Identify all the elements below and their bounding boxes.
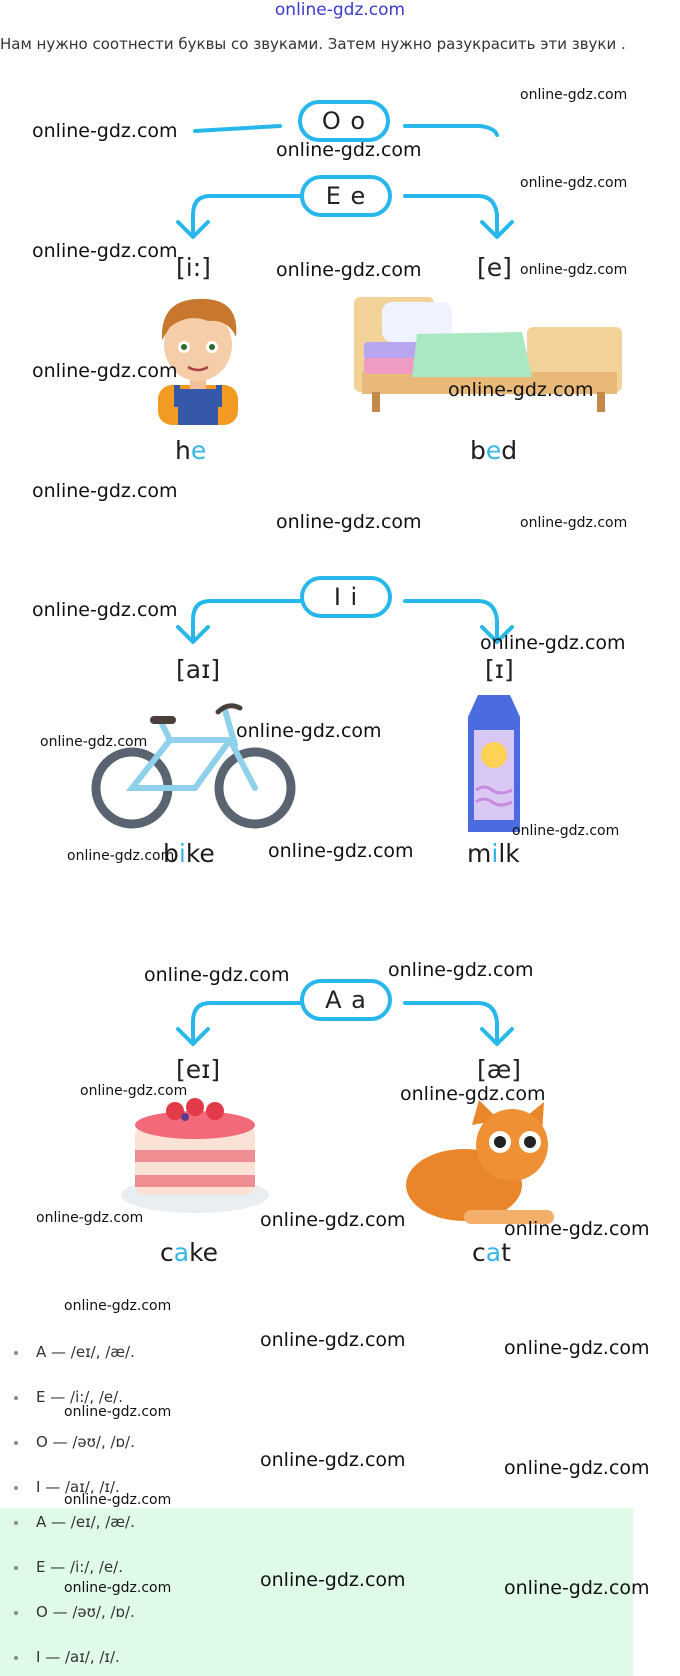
letter-i-pill: I i [300, 576, 392, 618]
watermark: online-gdz.com [276, 139, 422, 161]
watermark: online-gdz.com [260, 1449, 406, 1471]
phoneme-e-long: [i:] [176, 253, 211, 282]
site-title[interactable]: online-gdz.com [274, 0, 406, 20]
watermark: online-gdz.com [480, 632, 626, 654]
watermark: online-gdz.com [448, 379, 594, 401]
answer-item-i-highlighted: I — /aɪ/, /ɪ/. [14, 1648, 120, 1666]
watermark: online-gdz.com [40, 734, 148, 750]
watermark: online-gdz.com [504, 1457, 650, 1479]
word-bike: bike [163, 839, 215, 868]
word-he: he [175, 436, 207, 465]
answer-item-o: O — /əʊ/, /ɒ/. [14, 1433, 135, 1451]
watermark: online-gdz.com [32, 480, 178, 502]
watermark: online-gdz.com [260, 1209, 406, 1231]
letter-o-pill: O o [298, 100, 390, 142]
phoneme-i-long: [aɪ] [176, 655, 221, 684]
watermark: online-gdz.com [32, 360, 178, 382]
watermark: online-gdz.com [80, 1083, 188, 1099]
watermark: online-gdz.com [64, 1404, 172, 1420]
word-cat: cat [472, 1238, 511, 1267]
watermark: online-gdz.com [504, 1577, 650, 1599]
answer-item-i: I — /aɪ/, /ɪ/. [14, 1478, 120, 1496]
watermark: online-gdz.com [520, 515, 628, 531]
word-milk: milk [467, 839, 520, 868]
watermark: online-gdz.com [400, 1083, 546, 1105]
watermark: online-gdz.com [32, 240, 178, 262]
watermark: online-gdz.com [520, 87, 628, 103]
watermark: online-gdz.com [504, 1218, 650, 1240]
bed-illustration [354, 297, 622, 412]
watermark: online-gdz.com [236, 720, 382, 742]
watermark: online-gdz.com [276, 511, 422, 533]
watermark: online-gdz.com [276, 259, 422, 281]
watermark: online-gdz.com [32, 599, 178, 621]
watermark: online-gdz.com [268, 840, 414, 862]
bike-illustration [91, 703, 296, 829]
connector-arrows [176, 124, 514, 1046]
watermark: online-gdz.com [36, 1210, 144, 1226]
watermark: online-gdz.com [388, 959, 534, 981]
watermark: online-gdz.com [520, 175, 628, 191]
watermark: online-gdz.com [260, 1329, 406, 1351]
watermark: online-gdz.com [64, 1492, 172, 1508]
watermark: online-gdz.com [260, 1569, 406, 1591]
watermark: online-gdz.com [144, 964, 290, 986]
phoneme-i-short: [ɪ] [485, 655, 514, 684]
cat-illustration [406, 1100, 554, 1224]
watermark: online-gdz.com [512, 823, 620, 839]
letter-a-pill: A a [300, 979, 392, 1021]
watermark: online-gdz.com [64, 1298, 172, 1314]
answer-highlight-box [0, 1508, 633, 1676]
word-cake: cake [160, 1238, 219, 1267]
watermark: online-gdz.com [520, 262, 628, 278]
watermark: online-gdz.com [67, 848, 175, 864]
watermark: online-gdz.com [504, 1337, 650, 1359]
watermark: online-gdz.com [64, 1580, 172, 1596]
cake-illustration [121, 1098, 269, 1213]
milk-illustration [468, 695, 520, 832]
watermark: online-gdz.com [32, 120, 178, 142]
phoneme-a-long: [eɪ] [176, 1055, 221, 1084]
phoneme-e-short: [e] [477, 253, 512, 282]
word-bed: bed [470, 436, 518, 465]
boy-illustration [158, 298, 238, 425]
phoneme-a-short: [æ] [477, 1055, 522, 1084]
answer-item-a-highlighted: A — /eɪ/, /æ/. [14, 1513, 135, 1531]
answer-item-o-highlighted: O — /əʊ/, /ɒ/. [14, 1603, 135, 1621]
answer-item-e: E — /i:/, /e/. [14, 1388, 123, 1406]
answer-item-e-highlighted: E — /i:/, /e/. [14, 1558, 123, 1576]
task-instruction: Нам нужно соотнести буквы со звуками. За… [0, 35, 626, 53]
letter-e-pill: E e [300, 175, 392, 217]
answer-item-a: A — /eɪ/, /æ/. [14, 1343, 135, 1361]
